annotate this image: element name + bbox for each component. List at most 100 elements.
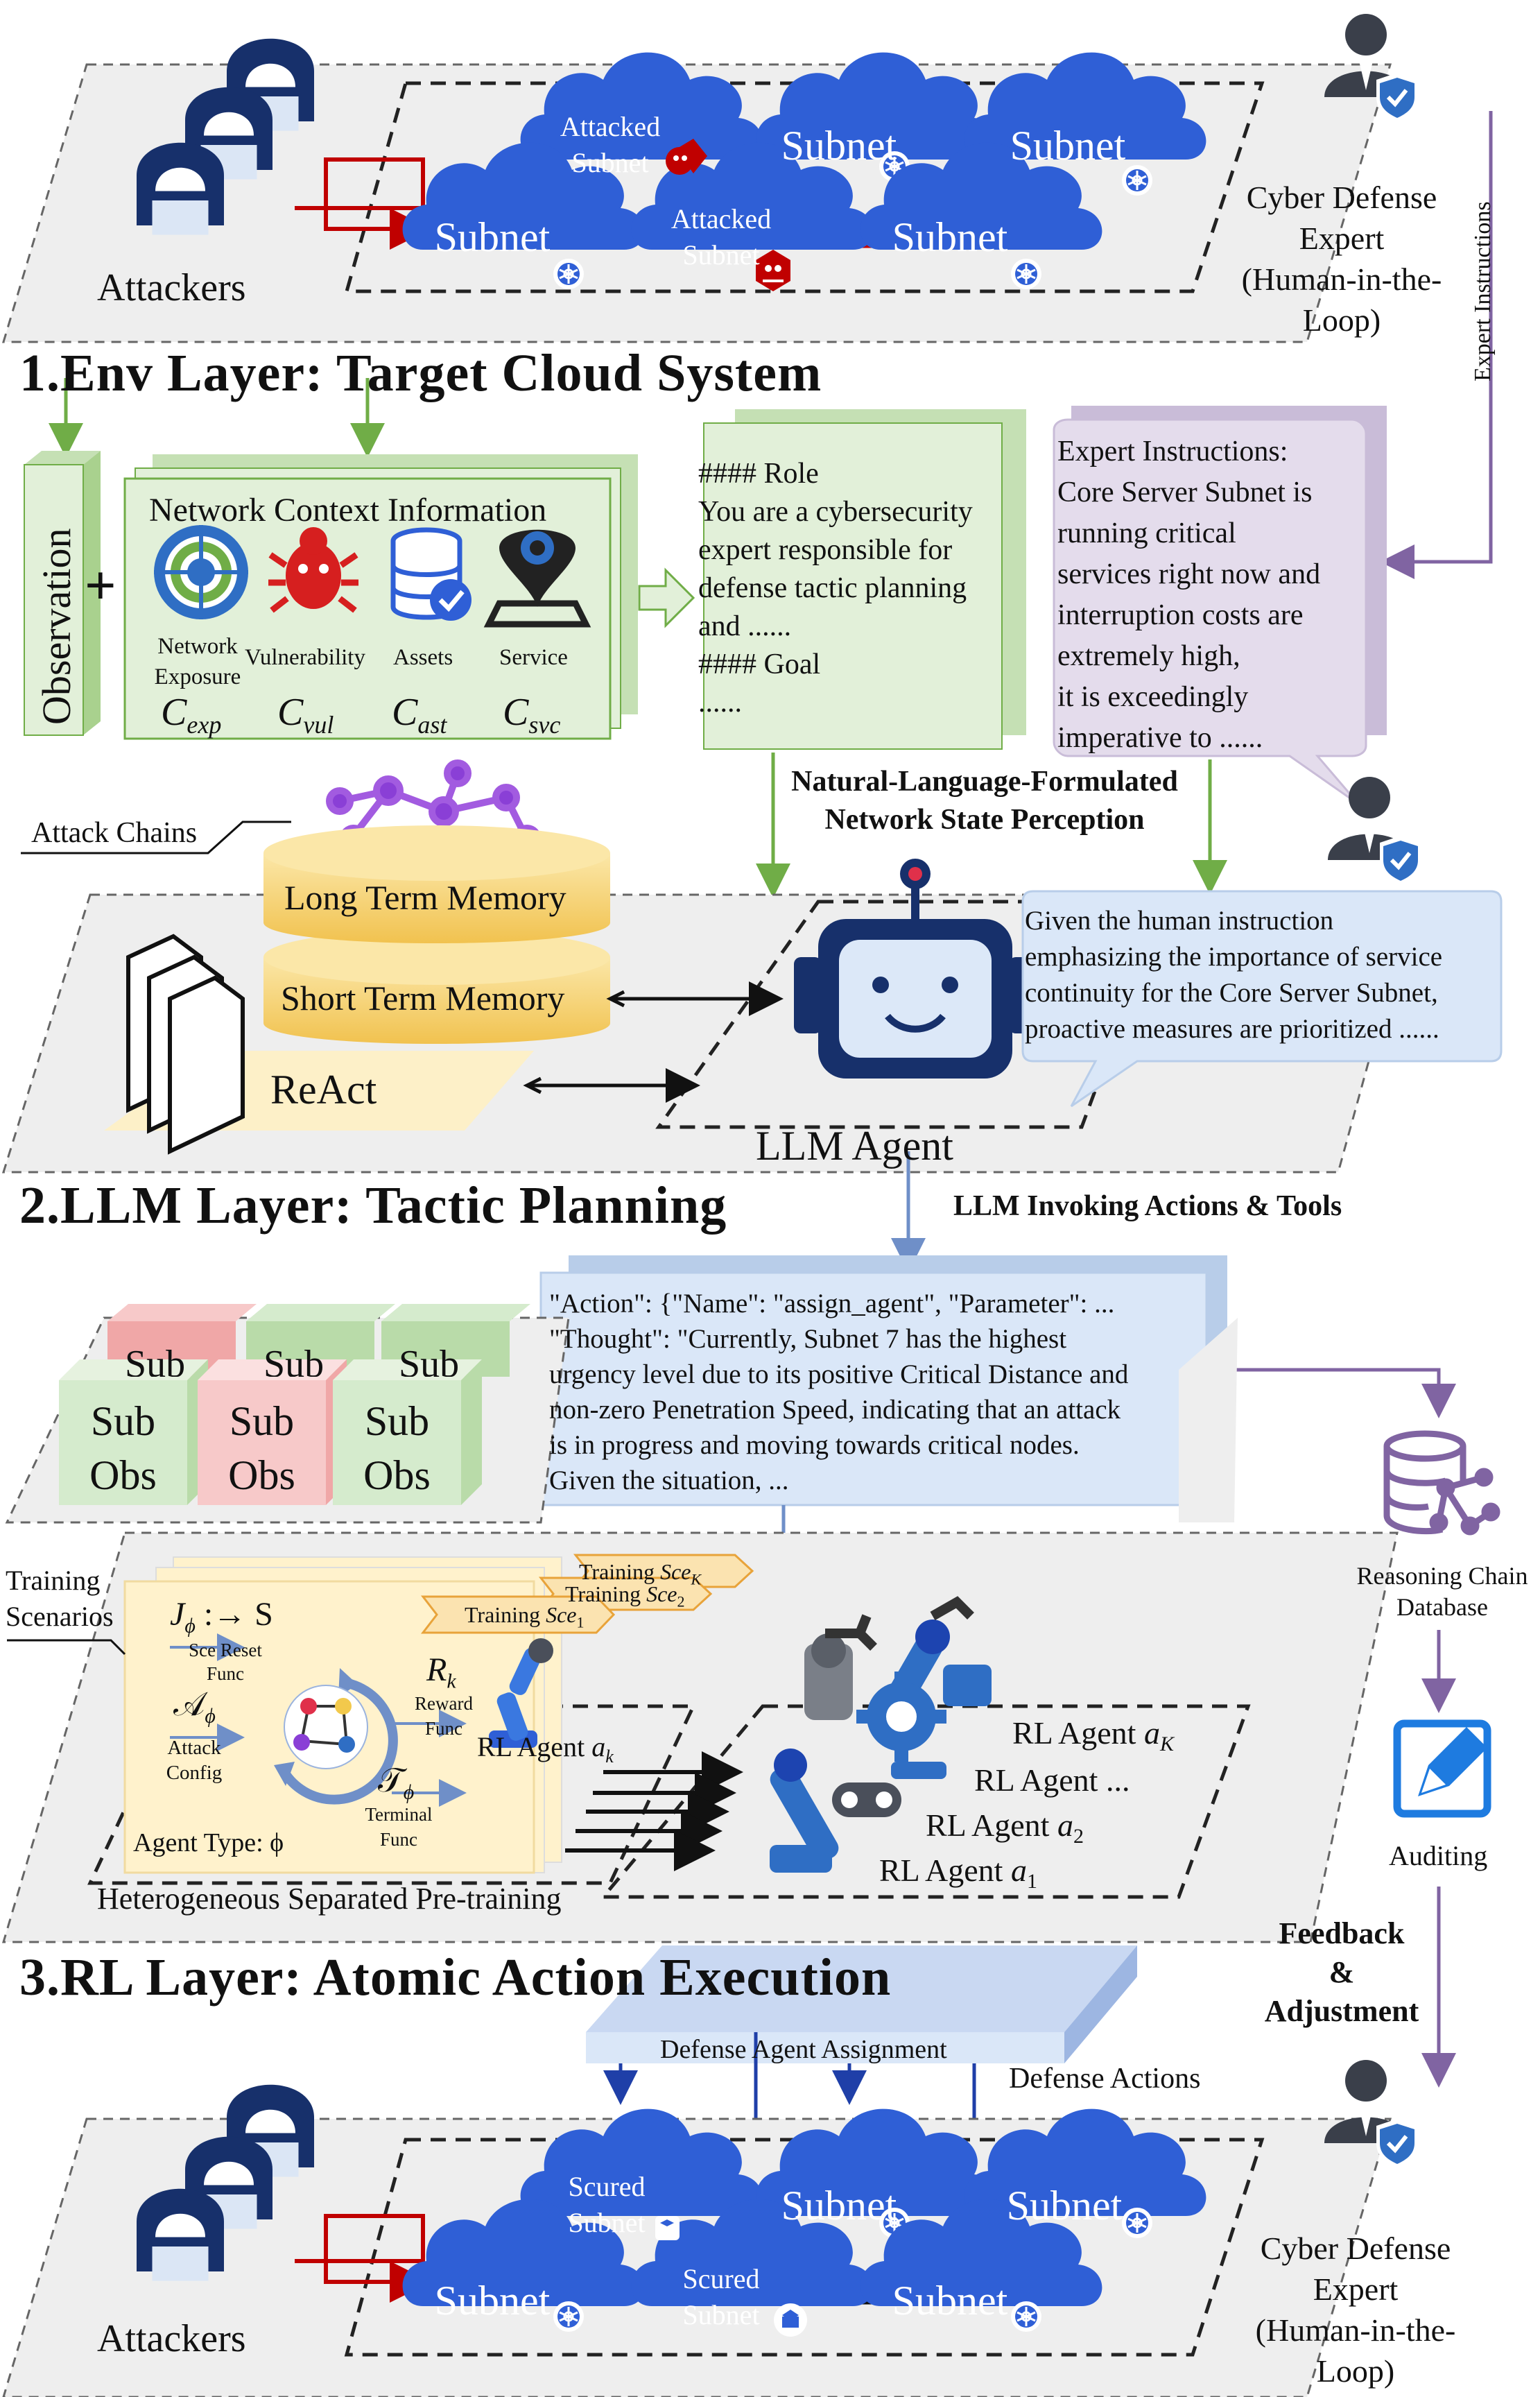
llm-agent-label: LLM Agent (756, 1123, 953, 1169)
cloud-label: Subnet (434, 214, 551, 260)
cloud-label: Subnet (781, 2183, 897, 2228)
training-tab: Training Sce1 (465, 1602, 585, 1631)
hacker-icon (137, 142, 224, 235)
shield-box-icon (774, 2303, 807, 2337)
sub-obs-front (59, 1359, 482, 1505)
auditing-label: Auditing (1389, 1840, 1488, 1871)
flow-arrow (638, 567, 695, 628)
context-symbol: Csvc (503, 691, 561, 739)
training-tab: Training Sce2 (565, 1581, 685, 1610)
cloud-label: Subnet (1010, 123, 1126, 169)
memory-stack (263, 825, 610, 1044)
hacker-icon (137, 2188, 224, 2281)
terminal-formula: 𝒯ϕ (378, 1762, 415, 1804)
radar-icon (154, 525, 248, 619)
reward-formula: Rk (426, 1651, 456, 1693)
react-label: ReAct (270, 1067, 377, 1112)
context-item-label: Network Exposure (154, 634, 241, 689)
cloud-label: Subnet (781, 123, 897, 169)
bug-icon (268, 527, 358, 613)
documents-icon (126, 934, 245, 1155)
attack-config-formula: 𝒜ϕ (173, 1686, 216, 1728)
rl-agent-label: RL Agent ... (974, 1762, 1130, 1798)
database-check-icon (390, 527, 471, 621)
long-term-memory-label: Long Term Memory (284, 878, 566, 917)
invoking-label: LLM Invoking Actions & Tools (953, 1190, 1342, 1222)
robot-icon (794, 859, 1037, 1079)
env-dashed-region (344, 81, 1265, 293)
robot-arms-icon (770, 1596, 992, 1873)
attackers-label: Attackers (97, 2317, 246, 2360)
expert-instructions-vertical: Expert Instructions (1470, 201, 1496, 381)
location-pin-icon (483, 529, 591, 628)
cloud-label: Subnet (434, 2278, 551, 2323)
context-item-label: Service (499, 645, 568, 670)
prompt-text: #### Role You are a cybersecurity expert… (698, 458, 973, 719)
cloud-label: Scured Subnet (568, 2171, 646, 2238)
attack-path (295, 157, 431, 250)
reasoning-database-icon (1383, 1430, 1500, 1536)
sce-reset-formula: Jϕ :→ S (170, 1596, 273, 1638)
training-tab: Training SceK (579, 1559, 702, 1588)
observation-label: Observation (34, 528, 79, 725)
assignment-label: Defense Agent Assignment (660, 2035, 947, 2064)
plus-sign: + (85, 556, 116, 617)
cloud-label: Scured Subnet (682, 2263, 760, 2330)
observation-box (24, 464, 84, 736)
sub-obs-peek: Sub (263, 1343, 325, 1377)
context-item-label: Assets (393, 645, 453, 670)
feedback-label: Feedback&Adjustment (1264, 1916, 1419, 2028)
llm-layer-title: 2.LLM Layer: Tactic Planning (19, 1176, 727, 1235)
shield-box-icon (655, 2216, 680, 2240)
env-layer-title: 1.Env Layer: Target Cloud System (19, 344, 822, 402)
expert-instruction-bubble (1053, 418, 1367, 806)
context-symbol: Cexp (161, 691, 222, 739)
rl-layer-title: 3.RL Layer: Atomic Action Execution (19, 1948, 892, 2007)
rl-agent-label: RL Agent a1 (879, 1853, 1037, 1893)
prompt-card (703, 422, 1003, 750)
network-context-card (123, 477, 612, 740)
cloud-label: Subnet (1006, 2183, 1123, 2228)
cloud-label: Subnet (892, 214, 1008, 260)
expert-instructions-arrow (1380, 111, 1493, 579)
context-symbol: Cvul (277, 691, 334, 739)
expert-label-top: Cyber Defense Expert (Human-in-the- Loop… (1241, 180, 1442, 338)
context-item-label: Vulnerability (245, 645, 365, 670)
agent-type-label: Agent Type: ϕ (133, 1828, 284, 1857)
perception-label: Natural-Language-Formulated Network Stat… (791, 766, 1178, 836)
context-title: Network Context Information (149, 492, 547, 529)
attack-chains-label: Attack Chains (31, 817, 198, 849)
skull-icon (756, 250, 790, 291)
cloud-label: Attacked Subnet (670, 203, 772, 270)
robot-arm-small-icon (489, 1638, 553, 1748)
action-text: "Action": {"Name": "assign_agent", "Para… (549, 1289, 1129, 1495)
agent-reply-bubble (1021, 890, 1503, 1108)
cloud-label: Attacked Subnet (560, 111, 661, 178)
sub-obs-peek: Sub (399, 1343, 460, 1377)
expert-label-bottom: Cyber Defense Expert (Human-in-the- Loop… (1255, 2231, 1456, 2389)
skull-icon (666, 139, 707, 175)
training-cycle-icon (274, 1668, 398, 1805)
rl-agent-k-label: RL Agent ak (477, 1731, 614, 1767)
agent-reply-text: Given the human instruction emphasizing … (1025, 906, 1443, 1044)
pretraining-label: Heterogeneous Separated Pre-training (97, 1882, 562, 1916)
assignment-slab (586, 2032, 1064, 2063)
rl-agent-label: RL Agent aK (1012, 1715, 1174, 1756)
context-symbol: Cast (392, 691, 447, 739)
cloud-label: Subnet (892, 2278, 1008, 2323)
expert-instruction-text: Expert Instructions: Core Server Subnet … (1057, 436, 1321, 754)
short-term-memory-label: Short Term Memory (281, 979, 565, 1017)
auditing-edit-icon (1393, 1719, 1491, 1818)
rl-agent-label: RL Agent a2 (926, 1807, 1084, 1848)
attackers-label: Attackers (97, 266, 246, 309)
